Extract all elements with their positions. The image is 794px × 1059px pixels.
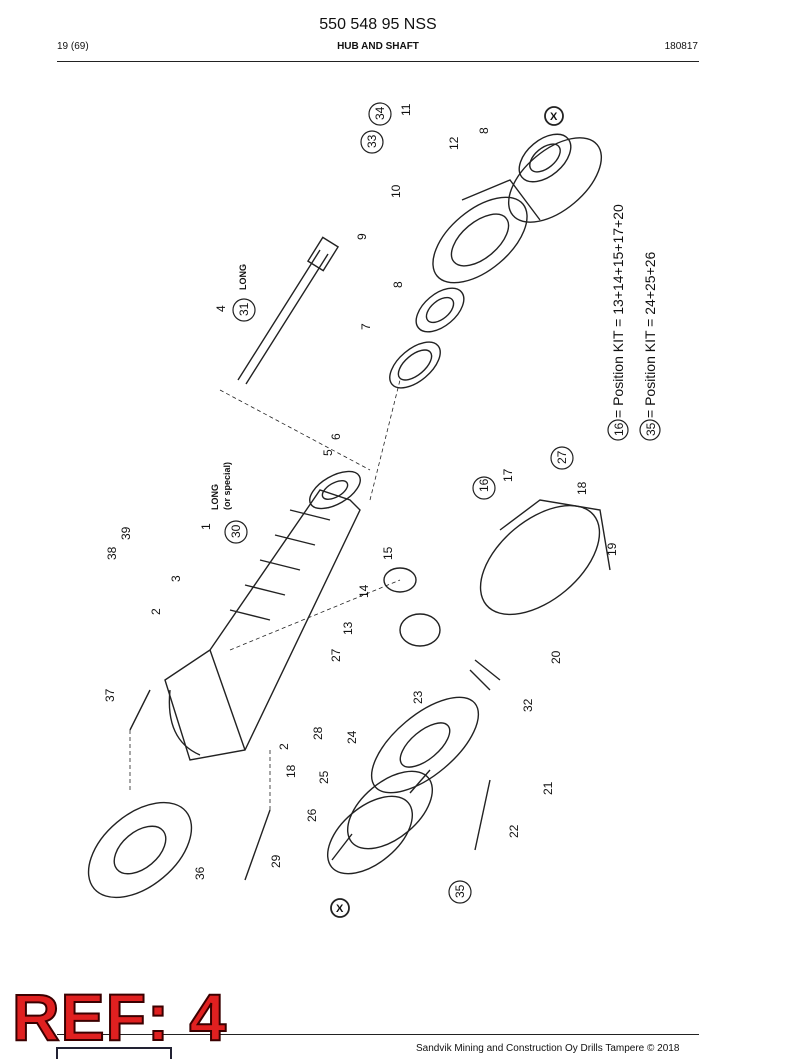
ring-gear-drawing — [326, 769, 434, 875]
circled-label-31: 31 — [237, 302, 251, 316]
part-label-36: 36 — [193, 866, 207, 880]
circled-label-16: 16 — [477, 478, 491, 492]
part-label-26: 26 — [305, 808, 319, 822]
part-label-24: 24 — [345, 730, 359, 744]
part-label-4: 4 — [214, 305, 228, 312]
note-or-special: (or special) — [222, 462, 232, 510]
part-label-25: 25 — [317, 770, 331, 784]
circled-labels: 16 27 30 31 33 34 35 — [224, 102, 574, 904]
part-label-6: 6 — [329, 433, 343, 440]
drive-shaft-drawing — [237, 236, 340, 385]
part-label-23: 23 — [411, 690, 425, 704]
part-label-19: 19 — [605, 542, 619, 556]
part-label-2b: 2 — [277, 743, 291, 750]
bearing-drawing — [415, 287, 465, 333]
circled-label-34: 34 — [373, 106, 387, 120]
o-ring-drawing — [507, 137, 603, 223]
part-label-2a: 2 — [149, 608, 163, 615]
part-label-29: 29 — [269, 854, 283, 868]
kit-2-number: 35 — [644, 422, 658, 436]
part-label-10: 10 — [389, 184, 403, 198]
part-label-38: 38 — [105, 546, 119, 560]
document-title: 550 548 95 NSS — [319, 16, 437, 33]
part-label-14: 14 — [357, 584, 371, 598]
x-mark-top: X — [550, 111, 558, 123]
header-divider — [57, 61, 699, 62]
part-label-39: 39 — [119, 526, 133, 540]
reference-stamp: REF: 4 — [11, 980, 228, 1054]
part-label-20: 20 — [549, 650, 563, 664]
part-label-28: 28 — [311, 726, 325, 740]
part-label-13: 13 — [341, 621, 355, 635]
page-number: 19 (69) — [57, 41, 89, 52]
part-label-9: 9 — [355, 233, 369, 240]
circled-label-27: 27 — [555, 450, 569, 464]
part-label-7: 7 — [359, 323, 373, 330]
part-label-17: 17 — [501, 468, 515, 482]
circled-label-30: 30 — [229, 524, 243, 538]
x-mark-bottom: X — [336, 903, 344, 915]
part-label-3: 3 — [169, 575, 183, 582]
part-label-18b: 18 — [284, 764, 298, 778]
part-label-5: 5 — [321, 449, 335, 456]
part-label-15: 15 — [381, 546, 395, 560]
part-label-8a: 8 — [391, 281, 405, 288]
part-label-22: 22 — [507, 824, 521, 838]
top-bearing-drawing — [518, 133, 572, 183]
part-labels: 1 2 2 3 4 5 6 7 8 8 9 10 11 12 13 14 15 … — [103, 103, 619, 880]
kit-2-definition: = Position KIT = 24+25+26 — [642, 251, 658, 418]
housing-drawing — [164, 470, 361, 761]
note-long-shaft: LONG — [238, 264, 248, 290]
footer-divider — [57, 1034, 699, 1035]
part-label-32: 32 — [521, 698, 535, 712]
part-label-8b: 8 — [477, 127, 491, 134]
kit-1-number: 16 — [612, 422, 626, 436]
part-label-11: 11 — [399, 103, 413, 116]
exploded-parts-diagram: 1 2 2 3 4 5 6 7 8 8 9 10 11 12 13 14 15 … — [87, 102, 661, 918]
planet-carrier-drawing — [479, 499, 611, 616]
part-label-1: 1 — [199, 523, 213, 530]
part-label-21: 21 — [541, 781, 555, 795]
circled-label-35: 35 — [453, 884, 467, 898]
spline-shaft-drawing — [469, 659, 501, 691]
part-label-37: 37 — [103, 688, 117, 702]
copyright-notice: Sandvik Mining and Construction Oy Drill… — [416, 1043, 680, 1054]
hub-drawing — [432, 179, 541, 284]
sun-gear-drawing — [370, 696, 480, 794]
part-label-18a: 18 — [575, 481, 589, 495]
section-title: HUB AND SHAFT — [337, 41, 419, 52]
seal-ring-drawing — [389, 341, 441, 389]
part-label-12: 12 — [447, 136, 461, 150]
note-long-housing: LONG — [210, 484, 220, 510]
date-code: 180817 — [664, 41, 698, 52]
circled-label-33: 33 — [365, 134, 379, 148]
flange-drawing — [87, 801, 193, 899]
part-label-27: 27 — [329, 648, 343, 662]
planet-gear-drawing — [383, 567, 417, 593]
kit-1-definition: = Position KIT = 13+14+15+17+20 — [610, 204, 626, 418]
